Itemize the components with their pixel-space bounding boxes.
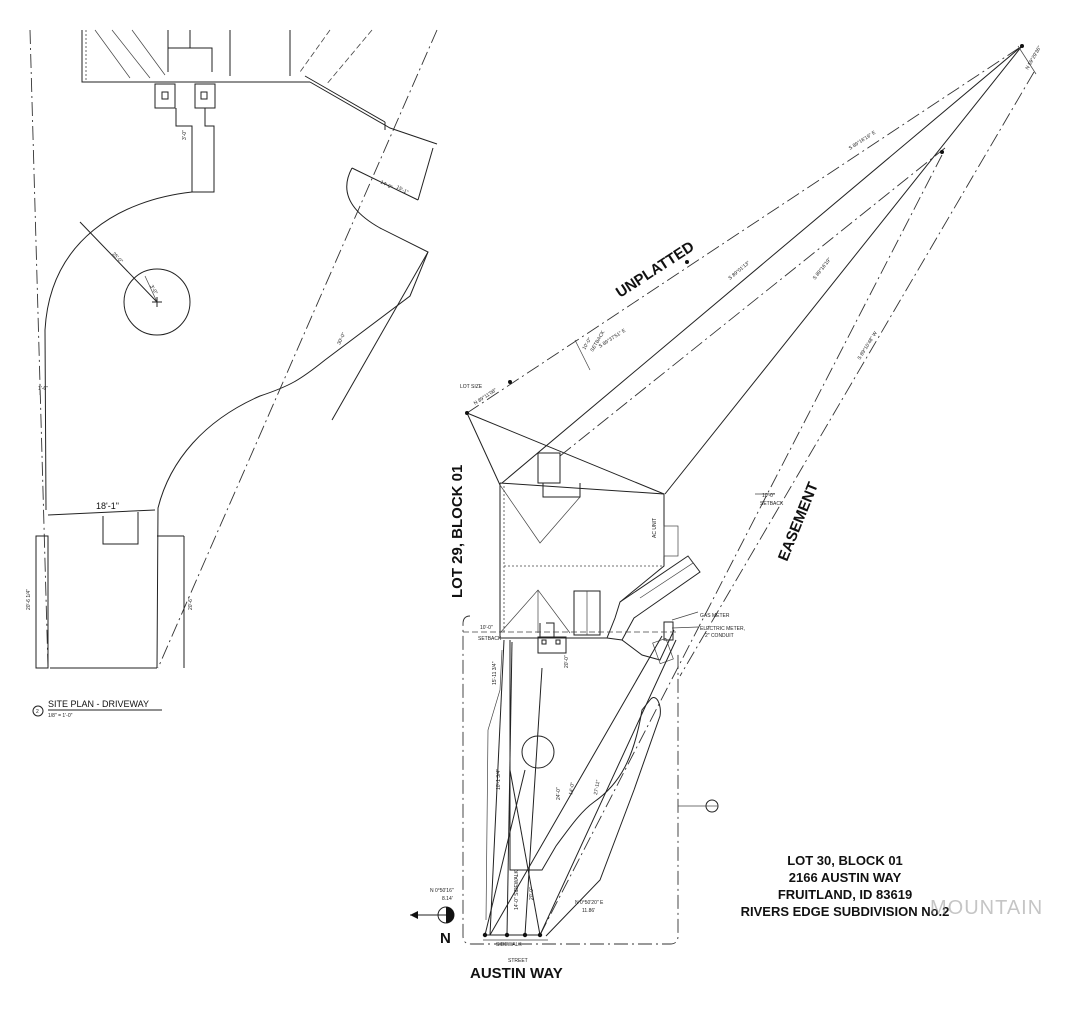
svg-text:27'-11": 27'-11" [593,779,602,795]
lot-info-line1: LOT 30, BLOCK 01 [787,853,903,868]
svg-text:14'-0" SIDEWALK: 14'-0" SIDEWALK [514,870,520,910]
lot-site-plan: LOT SIZE N 89°11'08" S 89°16'19" E S 89°… [410,44,1043,982]
site-plan-title: SITE PLAN - DRIVEWAY [48,699,149,709]
unplatted-label: UNPLATTED [613,238,698,301]
austin-way-label: AUSTIN WAY [470,965,563,982]
bearing-sw-dist: 8.14' [442,896,453,902]
watermark: MOUNTAIN [930,897,1044,919]
svg-text:15'-1": 15'-1" [395,184,409,195]
svg-text:3'-0": 3'-0" [148,284,158,296]
driveway-detail: 3'-0" 14'-0" 15'-1" 30'-0" 25'-0" 3'-0" … [26,29,438,719]
bearing-se-dist: 11.86' [582,908,595,914]
setback-left-dim: 10'-0" [480,625,493,631]
svg-text:SETBACK: SETBACK [760,501,784,507]
svg-text:20'-6 1/4": 20'-6 1/4" [26,589,32,610]
lot-info-line2: 2166 AUSTIN WAY [788,870,902,885]
svg-text:10'-0": 10'-0" [582,337,594,351]
svg-text:3'-0": 3'-0" [182,130,188,140]
gas-meter-label: GAS METER [700,613,730,619]
street-label: STREET [508,958,528,964]
svg-text:14'-0": 14'-0" [379,179,393,190]
svg-text:N 89°11'08": N 89°11'08" [473,387,498,406]
north-arrow-icon: N [410,906,455,947]
svg-text:10'-0": 10'-0" [762,493,775,499]
svg-text:30'-0": 30'-0" [336,332,347,346]
site-plan-scale: 1/8" = 1'-0" [48,713,73,719]
lot-info-line4: RIVERS EDGE SUBDIVISION No.2 [740,904,950,919]
svg-text:10'-1 3/4": 10'-1 3/4" [496,769,502,790]
svg-text:N 59°29'36": N 59°29'36" [1025,45,1044,71]
lot-info-block: LOT 30, BLOCK 01 2166 AUSTIN WAY FRUITLA… [700,852,990,920]
svg-text:20'-0": 20'-0" [529,887,535,900]
bearing-sw: N 0°50'16" [430,888,454,894]
lot-size-label: LOT SIZE [460,384,483,390]
svg-text:S 89°16'19": S 89°16'19" [812,257,833,281]
svg-text:S 89°01'13": S 89°01'13" [727,260,751,282]
ac-unit-label: AC UNIT [652,518,658,538]
sidewalk-label: SIDEWALK [496,942,522,948]
bearing-se: N 0°50'20" E [575,900,604,906]
lot-29-label: LOT 29, BLOCK 01 [449,465,466,598]
svg-text:14'-0": 14'-0" [568,782,576,796]
north-label: N [440,930,451,947]
svg-text:1'-6": 1'-6" [38,386,48,392]
svg-text:20'-6": 20'-6" [188,597,194,610]
svg-text:20'-0": 20'-0" [564,655,570,668]
electric-meter-label: ELECTRIC METER, [700,626,745,632]
conduit-label: 2" CONDUIT [705,633,734,639]
svg-text:24'-0": 24'-0" [556,787,562,800]
svg-text:S 89°10'48" W: S 89°10'48" W [857,330,879,361]
svg-text:S 89°16'19" E: S 89°16'19" E [848,129,878,151]
svg-text:25'-0": 25'-0" [111,251,124,264]
svg-text:15'-11 3/4": 15'-11 3/4" [492,661,498,685]
setback-label: SETBACK [478,636,502,642]
site-plan-number: 2 [36,709,39,715]
easement-label: EASEMENT [775,480,822,564]
dim-drive-width: 18'-1" [96,501,119,511]
lot-info-line3: FRUITLAND, ID 83619 [777,887,913,902]
